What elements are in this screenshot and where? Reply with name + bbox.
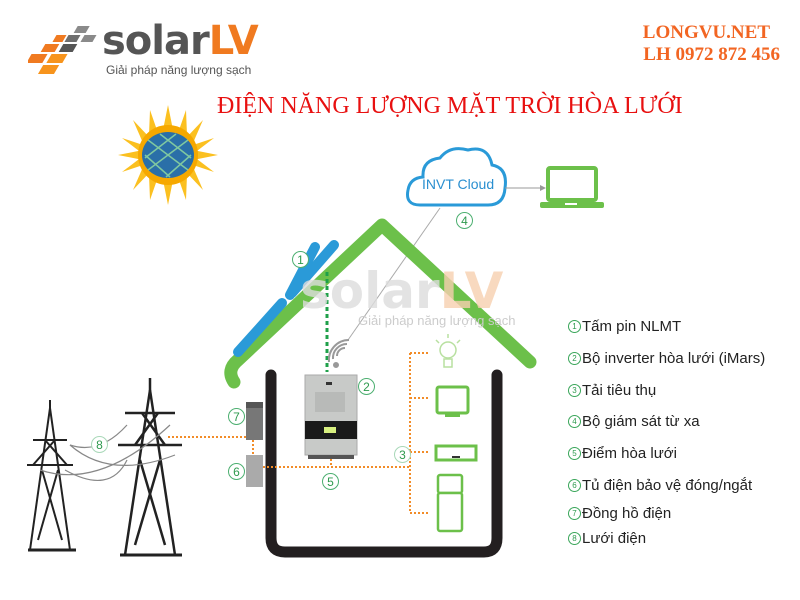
power-tower-icon xyxy=(118,378,182,557)
badge-6: 6 xyxy=(228,463,245,480)
legend-num: 4 xyxy=(568,415,581,428)
badge-4: 4 xyxy=(456,212,473,229)
air-conditioner-icon xyxy=(434,444,478,462)
legend-num: 7 xyxy=(568,507,581,520)
page-title: ĐIỆN NĂNG LƯỢNG MẶT TRỜI HÒA LƯỚI xyxy=(217,93,683,119)
meter-box xyxy=(246,402,263,440)
brand-main: solar xyxy=(102,18,210,64)
legend-label: Bộ inverter hòa lưới (iMars) xyxy=(582,350,766,367)
inverter-icon xyxy=(304,374,358,459)
breaker-box xyxy=(246,455,263,487)
brand-accent: LV xyxy=(208,18,259,64)
brand-name: solarLV xyxy=(102,18,259,64)
legend-num: 2 xyxy=(568,352,581,365)
badge-2: 2 xyxy=(358,378,375,395)
solar-logo-icon xyxy=(28,26,97,74)
badge-5: 5 xyxy=(322,473,339,490)
watermark-main: solar xyxy=(300,262,440,320)
legend-label: Điểm hòa lưới xyxy=(582,445,677,462)
legend-num: 3 xyxy=(568,384,581,397)
roof-shape xyxy=(224,218,537,389)
legend-num: 5 xyxy=(568,447,581,460)
legend-label: Tủ điện bảo vệ đóng/ngắt xyxy=(582,477,753,494)
badge-3: 3 xyxy=(394,446,411,463)
sun-icon xyxy=(118,105,218,205)
brand-tagline: Giải pháp năng lượng sạch xyxy=(106,63,252,77)
watermark-accent: LV xyxy=(439,262,504,320)
legend-num: 8 xyxy=(568,532,581,545)
light-bulb-icon xyxy=(435,334,461,368)
badge-1: 1 xyxy=(292,251,309,268)
watermark-tagline: Giải pháp năng lượng sạch xyxy=(358,313,516,328)
legend-num: 1 xyxy=(568,320,581,333)
phone-number: LH 0972 872 456 xyxy=(643,44,780,65)
laptop-icon xyxy=(540,166,604,208)
tv-icon xyxy=(435,385,470,417)
cloud-label: INVT Cloud xyxy=(422,176,495,192)
website-link[interactable]: LONGVU.NET xyxy=(642,22,770,43)
wifi-icon xyxy=(327,338,350,368)
solar-panel-icon xyxy=(233,240,339,357)
legend-label: Bộ giám sát từ xa xyxy=(582,413,700,430)
house-walls xyxy=(265,369,503,558)
legend-label: Tấm pin NLMT xyxy=(582,318,682,335)
legend-label: Đồng hồ điện xyxy=(582,505,672,522)
legend-label: Tải tiêu thụ xyxy=(582,382,657,399)
legend-num: 6 xyxy=(568,479,581,492)
watermark: solarLV xyxy=(300,262,503,320)
badge-7: 7 xyxy=(228,408,245,425)
badge-8: 8 xyxy=(91,436,108,453)
power-tower-icon xyxy=(27,400,76,552)
legend-label: Lưới điện xyxy=(582,530,647,547)
refrigerator-icon xyxy=(436,473,464,533)
